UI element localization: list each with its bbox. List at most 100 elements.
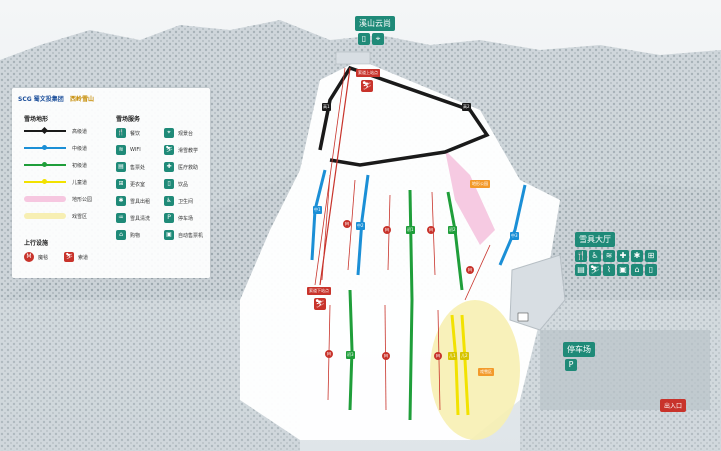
wifi-icon[interactable]: ≋	[603, 250, 615, 262]
rental-icon[interactable]: ✱	[631, 250, 643, 262]
service-legend-item: ✱ 雪具出租	[116, 196, 150, 206]
service-legend-label: 观景台	[178, 130, 194, 137]
cable-car-line	[319, 67, 351, 286]
service-legend-item: ⌖ 观景台	[164, 128, 193, 138]
playarea-label[interactable]: 戏雪区	[478, 368, 494, 376]
parking-label[interactable]: 停车场	[563, 342, 595, 357]
phone-icon[interactable]: ▯	[358, 33, 370, 45]
medical-icon[interactable]: ✚	[617, 250, 629, 262]
expert-tag-2: 高2	[462, 103, 471, 111]
drink-icon[interactable]: ▯	[645, 264, 657, 276]
trail-legend-marker	[42, 162, 47, 167]
service-legend-label: 滑雪教学	[178, 147, 199, 154]
play-area	[430, 300, 520, 440]
service-legend-label: 医疗救助	[178, 164, 199, 171]
ski-icon[interactable]: ⌇	[603, 264, 615, 276]
parking-icon[interactable]: P	[565, 359, 577, 371]
shopping-icon: ⌂	[116, 230, 126, 240]
lodge-label[interactable]: 雪具大厅	[575, 232, 615, 247]
ticket-icon[interactable]: ▣	[617, 264, 629, 276]
restaurant-icon[interactable]: 🍴	[575, 250, 587, 262]
rental-icon: ✱	[116, 196, 126, 206]
magic-carpet-4	[431, 191, 436, 276]
magic-carpet-1	[321, 174, 331, 281]
parking-icon: P	[164, 213, 174, 223]
magic-carpet-marker-glyph: M	[385, 228, 389, 234]
service-legend-item: 🍴 餐饮	[116, 128, 140, 138]
magic-carpet-marker[interactable]	[383, 226, 391, 234]
service-legend-label: 自动售票机	[178, 232, 204, 239]
service-legend-label: WIFI	[130, 147, 141, 153]
snowpark-area	[445, 150, 495, 245]
magic-carpet-marker[interactable]	[427, 226, 435, 234]
partner-logo-2: 西岭雪山	[70, 96, 95, 103]
telescope-icon[interactable]: ⌖	[372, 33, 384, 45]
trail-legend-swatch	[24, 145, 66, 150]
lodge-building	[509, 254, 566, 331]
cable-car-icon: ⛷	[361, 80, 373, 92]
trail-legend-swatch	[24, 126, 66, 135]
shopping-icon[interactable]: ⌂	[631, 264, 643, 276]
magic-carpet-marker-glyph: M	[429, 228, 433, 234]
service-legend-item: ≋WIFI	[116, 145, 141, 155]
locker-icon[interactable]: ⊞	[645, 250, 657, 262]
beginner-tag-3: 初3	[346, 351, 355, 359]
service-legend-label: 雪具出租	[130, 198, 151, 205]
restroom-icon[interactable]: ♿	[589, 250, 601, 262]
service-legend-label: 卫生间	[178, 198, 194, 205]
trail-legend-label: 中级道	[72, 146, 88, 152]
magic-carpet-marker-glyph: M	[436, 354, 440, 360]
service-legend-label: 餐饮	[130, 130, 141, 137]
lift-top-station-label[interactable]: 索道上站点	[356, 69, 380, 77]
ski-school-icon[interactable]: ⛷	[589, 264, 601, 276]
summit-label[interactable]: 溪山云尚	[355, 16, 395, 31]
beginner-tag-2: 初2	[448, 226, 457, 234]
intermediate-trail-3	[498, 184, 527, 266]
telescope-icon: ⌖	[164, 128, 174, 138]
service-legend-item: ⌂ 购物	[116, 230, 140, 240]
magic-carpet-2	[347, 179, 356, 271]
trail-legend-marker	[42, 145, 47, 150]
drink-icon: ▯	[164, 179, 174, 189]
trail-legend-marker	[40, 126, 49, 135]
lift-legend-cable-car: ⛷ 索道	[64, 252, 88, 262]
magic-carpet-marker[interactable]	[325, 350, 333, 358]
magic-carpet-marker[interactable]	[343, 220, 351, 228]
service-legend-item: ⊞更衣室	[116, 179, 145, 189]
magic-carpet-marker[interactable]	[434, 352, 442, 360]
trail-legend-label: 地形公园	[72, 197, 93, 203]
lift-bottom-station-label[interactable]: 索道下站点	[307, 287, 331, 295]
service-legend-label: 雪具清洗	[130, 215, 151, 222]
ticket-machine-icon: ▣	[164, 230, 174, 240]
service-legend-label: 购物	[130, 232, 141, 239]
magic-carpet-marker[interactable]	[382, 352, 390, 360]
service-legend-label: 更衣室	[130, 181, 146, 188]
service-legend-label: 饮品	[178, 181, 189, 188]
lodge-icons-row-1: 🍴 ♿ ≋ ✚ ✱ ⊞	[575, 250, 657, 262]
entrance-label[interactable]: 出入口	[660, 399, 687, 412]
storage-icon[interactable]: ▤	[575, 264, 587, 276]
cleaning-icon: ♒	[116, 213, 126, 223]
restroom-icon: ♿	[164, 196, 174, 206]
lodge-entrance-sign	[517, 312, 529, 322]
magic-carpet-marker-glyph: M	[327, 352, 331, 358]
trail-legend-label: 高级道	[72, 129, 88, 135]
intermediate-tag-1: 中1	[313, 206, 322, 214]
magic-carpet-marker[interactable]	[466, 266, 474, 274]
novice-tag-2: 儿2	[460, 352, 469, 360]
snowpark-label[interactable]: 地形公园	[470, 180, 490, 188]
expert-trail	[318, 65, 490, 167]
novice-tag-1: 儿1	[448, 352, 457, 360]
restaurant-icon: 🍴	[116, 128, 126, 138]
service-legend-item: ▯ 饮品	[164, 179, 188, 189]
trail-legend-label: 儿童道	[72, 180, 88, 186]
intermediate-tag-2: 中2	[356, 222, 365, 230]
trail-legend-swatch	[24, 179, 66, 184]
beginner-tag-1: 初1	[406, 226, 415, 234]
summit-icons: ▯ ⌖	[358, 33, 384, 45]
service-legend-item: ♒ 雪具清洗	[116, 213, 150, 223]
magic-carpet-marker-glyph: M	[468, 268, 472, 274]
lift-legend-label: 魔毯	[38, 254, 49, 261]
